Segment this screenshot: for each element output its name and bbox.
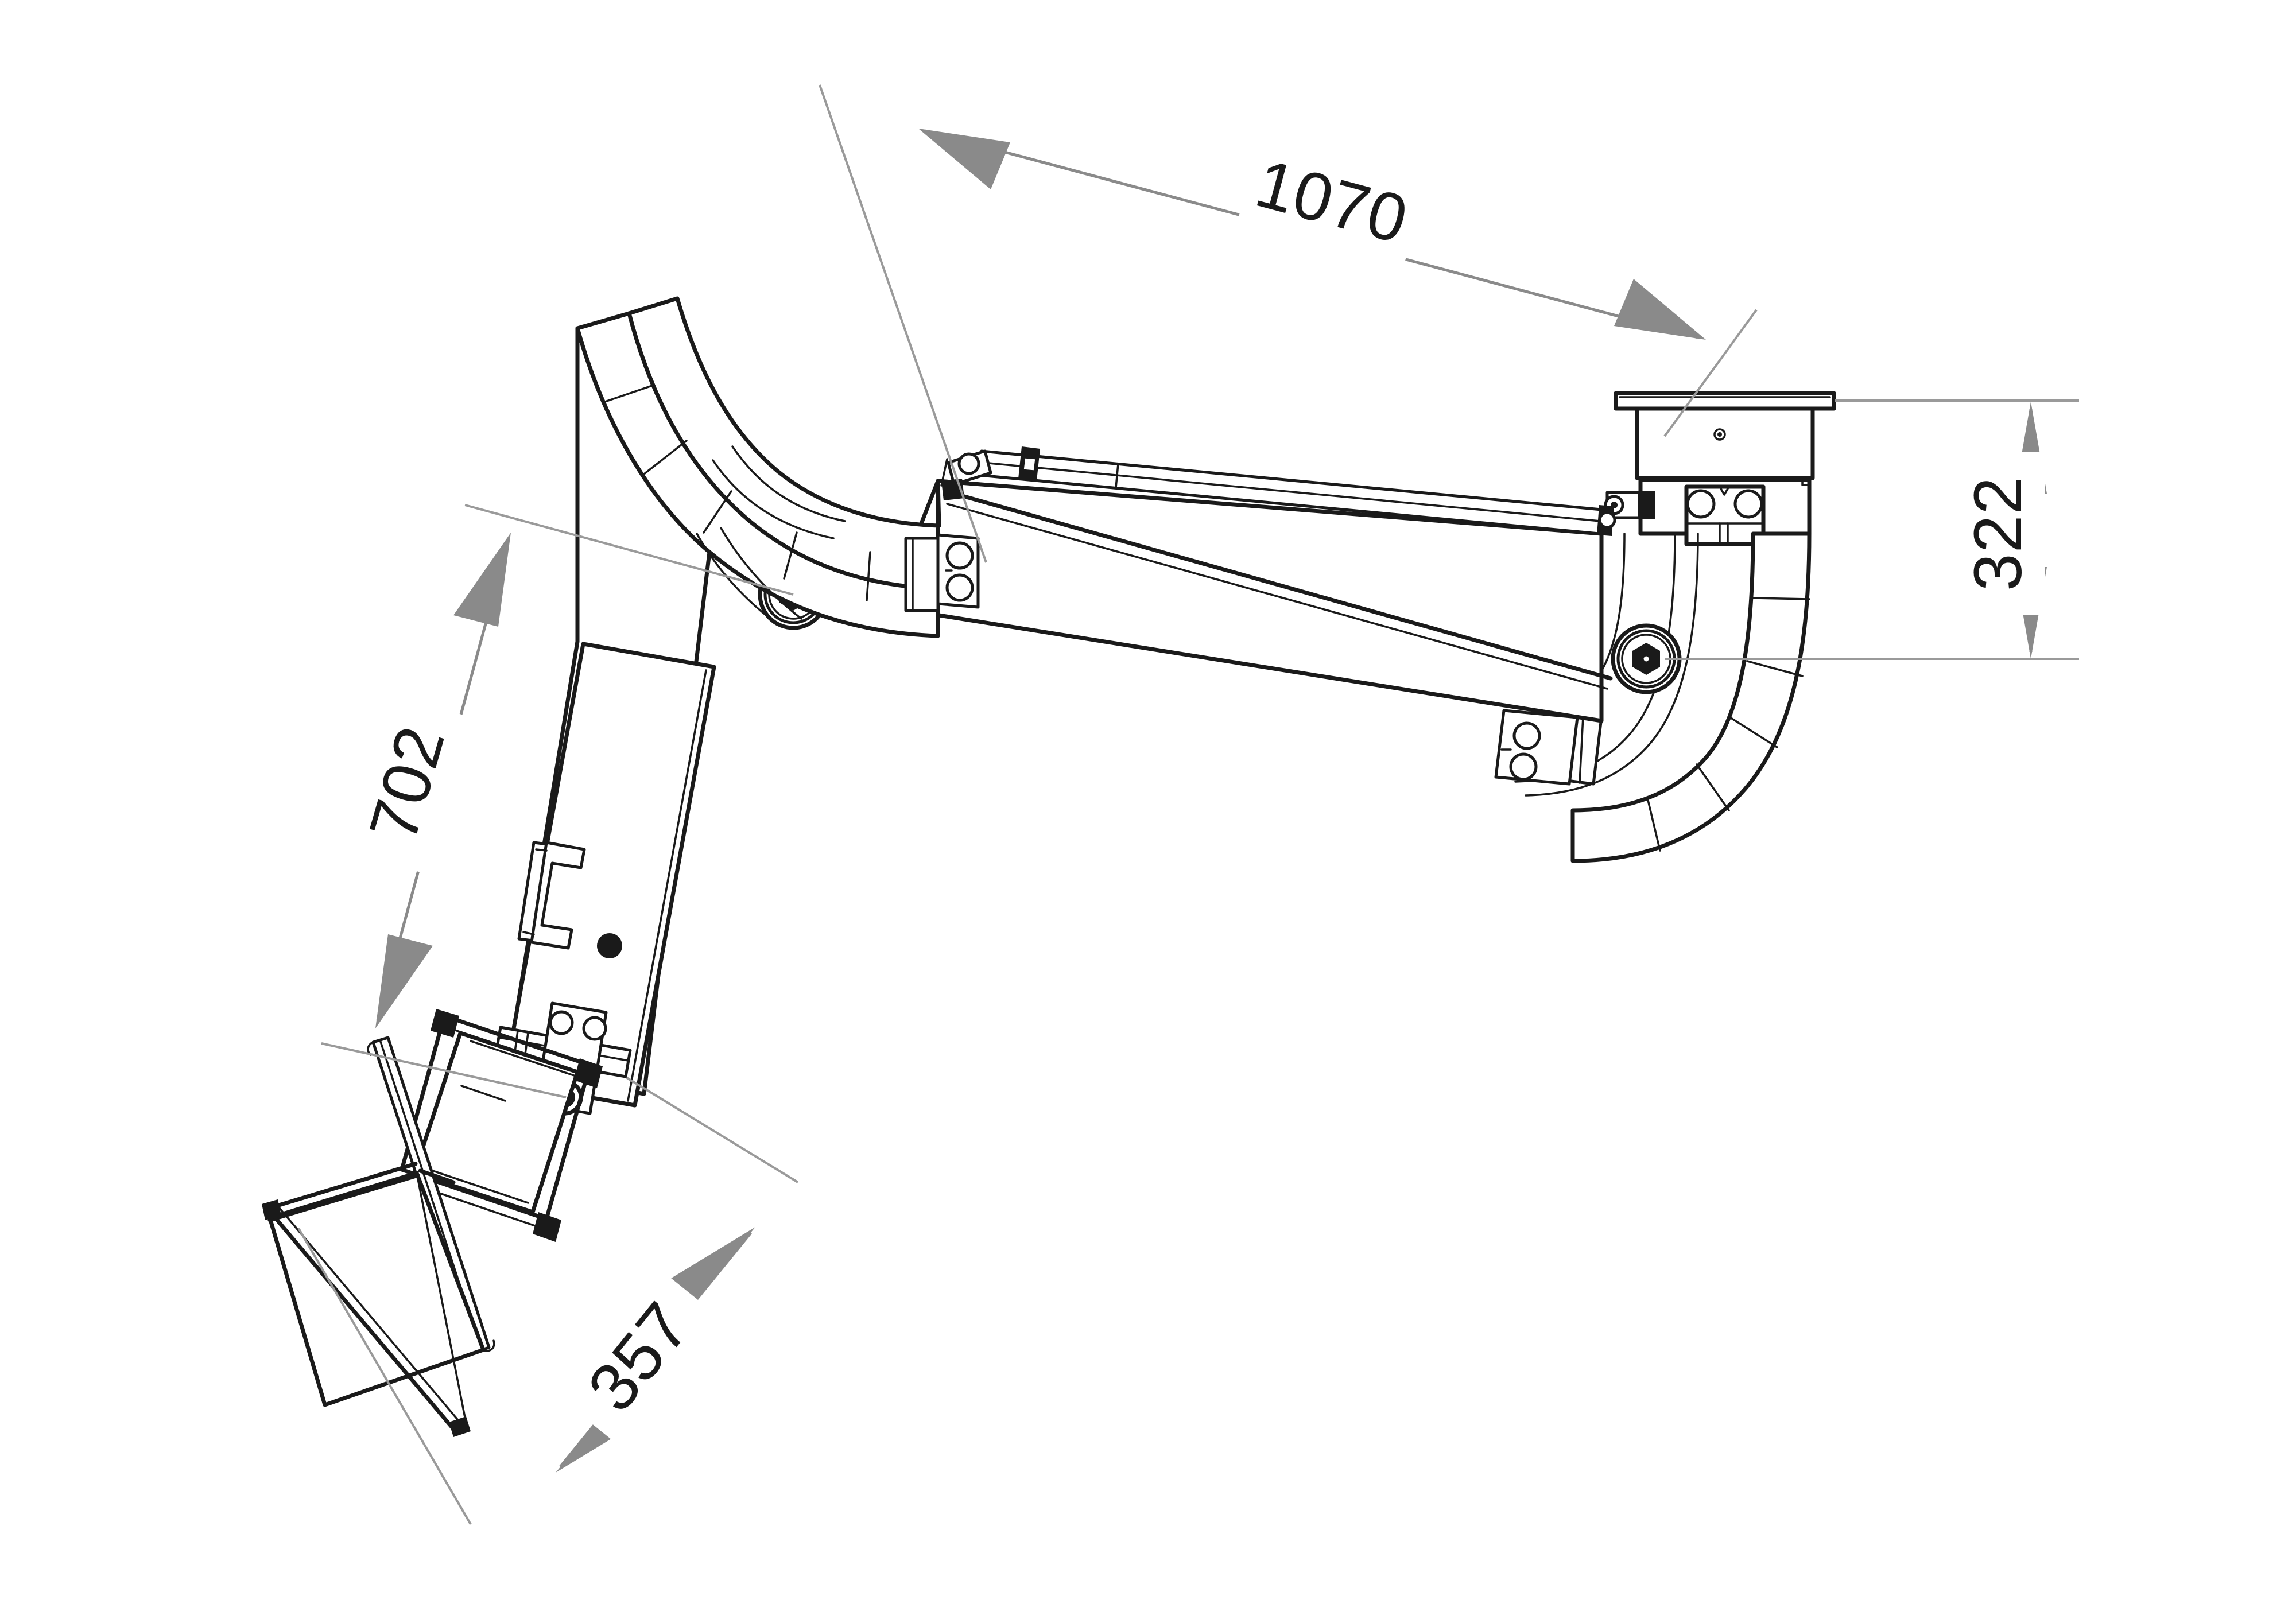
dimension-arrowhead xyxy=(918,129,1010,189)
clamp-band-inner-elbow xyxy=(1494,709,1603,786)
diagonal-brace xyxy=(946,490,1613,690)
gas-strut xyxy=(940,446,1616,536)
strut-clevis-right xyxy=(1604,491,1655,519)
part-geometry xyxy=(262,296,1836,1437)
dimension-label-322: 322 xyxy=(1960,476,2036,591)
dimension-annotations: 1070 702 322 xyxy=(297,84,2079,1525)
dimension-text-mask xyxy=(1962,452,2045,615)
dimension-702: 702 xyxy=(321,504,794,1098)
dimension-label-702: 702 xyxy=(355,718,460,849)
extension-line xyxy=(297,1227,472,1525)
extension-line xyxy=(321,1042,567,1098)
inner-elbow xyxy=(1514,531,1812,863)
dimension-text-mask xyxy=(559,1270,727,1450)
ceiling-flange xyxy=(1614,391,1836,411)
dimension-arrowhead xyxy=(453,533,511,627)
hood-flare xyxy=(262,1162,486,1437)
extension-line xyxy=(626,1077,799,1183)
hood-body xyxy=(400,1009,603,1242)
lower-duct xyxy=(502,326,716,1108)
dimension-arrowhead xyxy=(670,1227,755,1299)
dimension-322: 322 xyxy=(1665,399,2079,660)
extension-line xyxy=(819,84,987,563)
duct-handle xyxy=(517,841,586,950)
dimension-text-mask xyxy=(347,694,475,875)
dimension-arrowhead xyxy=(1614,279,1706,340)
dimension-arrowhead xyxy=(375,934,433,1028)
extension-line xyxy=(1663,309,1758,437)
clamp-band-upper-right xyxy=(904,533,980,612)
extension-line xyxy=(464,504,794,596)
duct-port-hole xyxy=(597,933,622,958)
